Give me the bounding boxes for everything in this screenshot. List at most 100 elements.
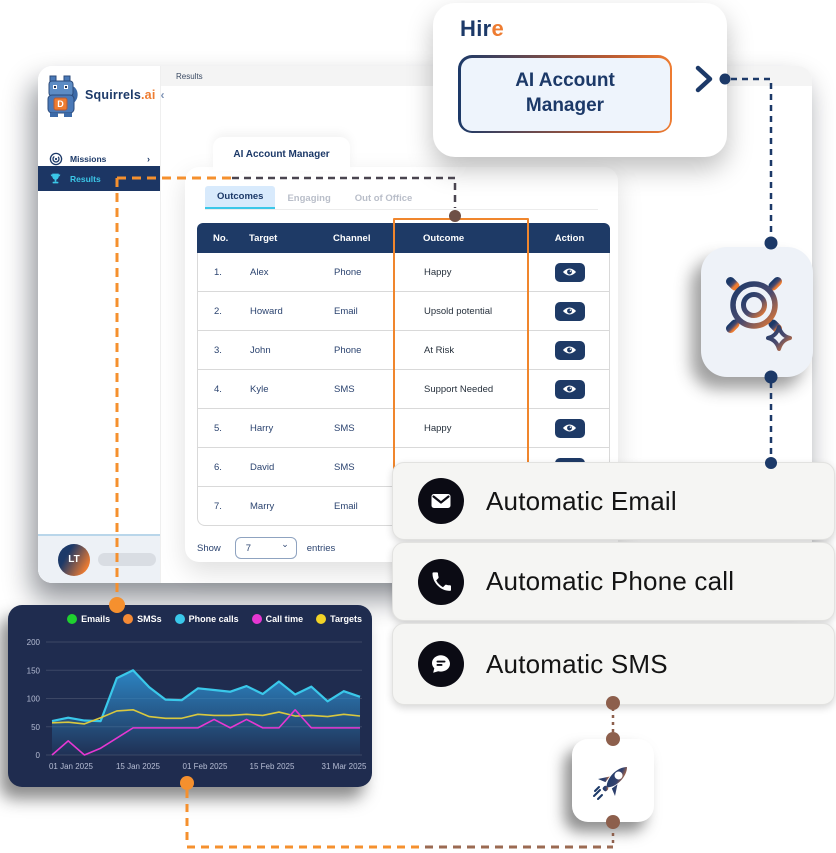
legend-item: Targets — [316, 614, 362, 624]
logo-row: D Squirrels.ai ‹ — [42, 72, 165, 118]
outcome-cell: Happy — [424, 266, 452, 278]
trophy-icon — [48, 171, 63, 186]
table-row: 5. Harry SMS Happy — [198, 409, 609, 448]
target-cell: Harry — [250, 422, 274, 434]
topbar-title: Results — [176, 71, 203, 81]
svg-text:31 Mar 2025: 31 Mar 2025 — [322, 762, 367, 771]
channel-cell: Phone — [334, 266, 362, 278]
svg-text:15 Jan 2025: 15 Jan 2025 — [116, 762, 161, 771]
automatic-sms-card[interactable]: Automatic SMS — [392, 623, 835, 705]
avatar[interactable]: LT — [58, 543, 90, 576]
phone-icon — [418, 558, 464, 605]
svg-text:50: 50 — [31, 723, 40, 732]
svg-text:01 Feb 2025: 01 Feb 2025 — [183, 762, 228, 771]
legend-item: Call time — [251, 614, 303, 624]
channel-cell: Phone — [334, 344, 362, 356]
channel-cell: SMS — [334, 383, 355, 395]
row-number: 5. — [214, 422, 222, 434]
view-button[interactable] — [554, 379, 585, 399]
squirrel-logo-icon: D — [47, 75, 78, 117]
legend-dot — [251, 614, 262, 624]
feature-label: Automatic SMS — [486, 648, 668, 679]
header-action: Action — [554, 232, 585, 244]
channel-cell: SMS — [334, 422, 355, 434]
hire-title: Hire — [460, 16, 505, 41]
sidebar-item-label: Missions — [70, 153, 107, 164]
tab-out-of-office[interactable]: Out of Office — [354, 193, 413, 204]
launch-card[interactable] — [572, 739, 654, 822]
tab-outcomes[interactable]: Outcomes — [205, 186, 276, 209]
svg-text:0: 0 — [36, 751, 41, 760]
table-header: No. Target Channel Outcome Action — [197, 223, 610, 253]
row-number: 6. — [214, 461, 222, 473]
view-button[interactable] — [554, 301, 585, 321]
view-button[interactable] — [554, 262, 585, 282]
page-size-select[interactable]: 7 ⌄ — [234, 537, 297, 559]
hire-ai-account-manager-button[interactable]: AI Account Manager — [460, 57, 670, 131]
chart-legend: Emails SMSs Phone calls Call time Targets — [67, 614, 362, 624]
table-row: 2. Howard Email Upsold potential — [198, 292, 609, 331]
spiral-icon — [48, 151, 63, 166]
outcome-cell: Support Needed — [424, 383, 494, 395]
row-number: 2. — [214, 305, 222, 317]
feature-label: Automatic Email — [486, 485, 677, 516]
action-cell — [530, 301, 609, 321]
row-number: 3. — [214, 344, 222, 356]
automatic-phone-card[interactable]: Automatic Phone call — [392, 542, 835, 621]
pagination-row: Show 7 ⌄ entries — [197, 537, 335, 559]
channel-cell: Email — [334, 305, 358, 317]
target-cell: David — [250, 461, 275, 473]
legend-item: SMSs — [123, 614, 162, 624]
avatar-name-placeholder — [98, 553, 156, 566]
chevron-down-icon: ⌄ — [281, 539, 289, 549]
hire-button-border: AI Account Manager — [458, 55, 672, 133]
outcome-cell: Happy — [424, 422, 452, 434]
channel-cell: Email — [334, 500, 358, 512]
sidebar-collapse-icon[interactable]: ‹ — [160, 88, 165, 102]
header-channel: Channel — [333, 232, 371, 244]
activity-chart: Emails SMSs Phone calls Call time Targets 0 5… — [8, 605, 372, 787]
row-number: 7. — [214, 500, 222, 512]
ai-settings-card[interactable] — [701, 247, 813, 377]
svg-text:150: 150 — [27, 666, 41, 675]
automatic-email-card[interactable]: Automatic Email — [392, 462, 835, 540]
target-cell: Marry — [250, 500, 275, 512]
rocket-icon — [593, 766, 628, 800]
legend-dot — [67, 614, 78, 624]
view-button[interactable] — [554, 340, 585, 360]
chevron-right-icon: › — [147, 153, 150, 164]
sidebar: D Squirrels.ai ‹ Missions › Results — [38, 66, 165, 583]
legend-dot — [316, 614, 327, 624]
tab-engaging[interactable]: Engaging — [287, 193, 331, 204]
sidebar-footer: LT — [38, 534, 160, 583]
email-icon — [418, 478, 464, 524]
brand-name: Squirrels.ai — [85, 88, 156, 102]
legend-item: Emails — [67, 614, 110, 624]
outcome-cell: Upsold potential — [424, 305, 493, 317]
sidebar-item-missions[interactable]: Missions › — [38, 146, 160, 171]
header-no: No. — [213, 232, 229, 244]
target-cell: John — [250, 344, 271, 356]
svg-text:01 Jan 2025: 01 Jan 2025 — [49, 762, 94, 771]
channel-cell: SMS — [334, 461, 355, 473]
gear-sparkle-icon — [716, 267, 792, 351]
legend-dot — [123, 614, 134, 624]
header-target: Target — [249, 232, 278, 244]
svg-text:D: D — [57, 99, 64, 109]
header-outcome: Outcome — [423, 232, 465, 244]
panel-tab[interactable]: AI Account Manager — [213, 137, 350, 171]
chevron-right-icon — [693, 63, 715, 100]
action-cell — [530, 340, 609, 360]
sidebar-item-results[interactable]: Results — [38, 166, 160, 191]
feature-label: Automatic Phone call — [486, 566, 735, 596]
target-cell: Howard — [250, 305, 283, 317]
hire-card: Hire AI Account Manager — [433, 3, 727, 157]
row-number: 4. — [214, 383, 222, 395]
action-cell — [530, 418, 609, 438]
view-button[interactable] — [554, 418, 585, 438]
legend-item: Phone calls — [174, 614, 239, 624]
